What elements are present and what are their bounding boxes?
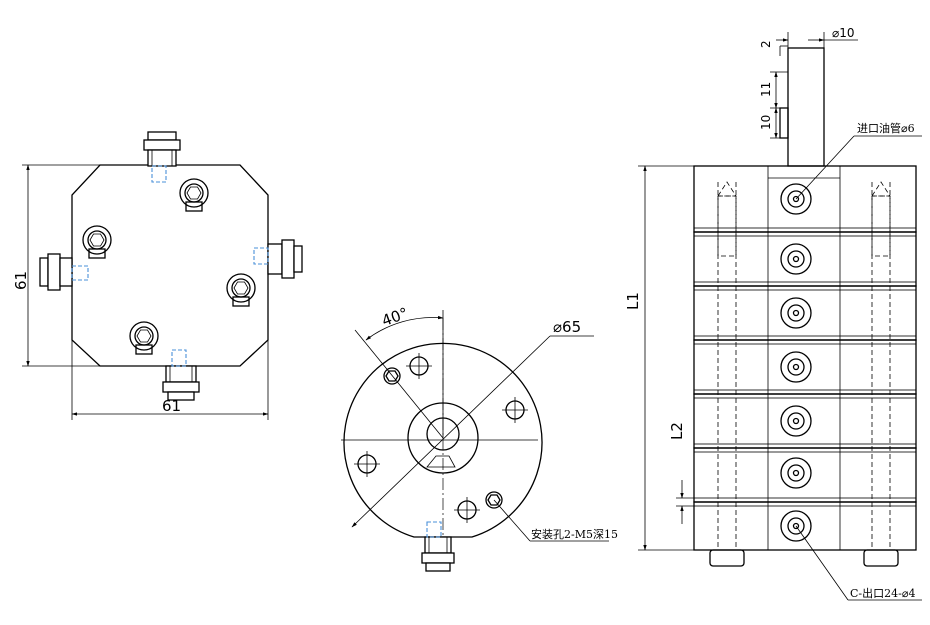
bottom-view: 40° ⌀65 安装孔2-M5深15 bbox=[341, 304, 618, 572]
inlet-note: 进口油管⌀6 bbox=[857, 121, 915, 135]
top-push-fitting bbox=[143, 131, 181, 167]
outlet-port bbox=[780, 351, 812, 383]
l1-label: L1 bbox=[624, 292, 642, 310]
height-dimension: 61 bbox=[12, 164, 100, 367]
outlet-note-leader: C-出口24-⌀4 bbox=[795, 525, 922, 601]
section-stack bbox=[693, 181, 917, 551]
m5-mount-hole bbox=[383, 367, 401, 385]
outlet-note: C-出口24-⌀4 bbox=[850, 586, 915, 600]
outlet-port bbox=[780, 183, 812, 215]
l2-dimension: L2 bbox=[668, 422, 694, 524]
hole bbox=[454, 497, 480, 523]
front-body bbox=[71, 164, 269, 367]
angle-dim-label: 40° bbox=[379, 304, 410, 330]
bottom-push-fitting bbox=[162, 365, 200, 401]
mount-note-leader: 安装孔2-M5深15 bbox=[493, 499, 618, 542]
hole bbox=[354, 451, 380, 477]
l1-dimension: L1 bbox=[624, 165, 694, 551]
outlet-port bbox=[780, 297, 812, 329]
outlet-port bbox=[780, 243, 812, 275]
width-dim-label: 61 bbox=[162, 397, 181, 415]
outlet-port bbox=[780, 457, 812, 489]
diameter-dim-label: ⌀65 bbox=[553, 318, 581, 336]
bolt-head bbox=[129, 321, 159, 355]
bottom-feet bbox=[709, 549, 899, 567]
inlet-note-leader: 进口油管⌀6 bbox=[795, 121, 922, 200]
height-dim-label: 61 bbox=[12, 271, 30, 290]
width-dimension: 61 bbox=[71, 340, 269, 420]
bottom-view-fitting bbox=[421, 536, 455, 572]
bolt-head bbox=[82, 225, 112, 259]
m5-mount-hole bbox=[485, 491, 503, 509]
dim-11-label: 11 bbox=[759, 82, 773, 97]
bolt-head bbox=[226, 273, 256, 307]
pipe-diameter-label: ⌀10 bbox=[832, 26, 855, 40]
outlet-port bbox=[780, 405, 812, 437]
front-view: 61 61 bbox=[12, 131, 303, 420]
mount-note: 安装孔2-M5深15 bbox=[531, 527, 618, 541]
diameter-dimension: ⌀65 bbox=[351, 318, 594, 528]
dim-10-label: 10 bbox=[759, 115, 773, 130]
bottom-flange-outline bbox=[343, 342, 543, 538]
dim-2-label: 2 bbox=[759, 40, 773, 48]
outlet-port bbox=[780, 510, 812, 542]
top-cap-block bbox=[693, 165, 917, 233]
pipe-dimensions: ⌀10 2 11 10 bbox=[759, 26, 858, 139]
l2-label: L2 bbox=[668, 422, 686, 440]
hole bbox=[502, 397, 528, 423]
inlet-pipe bbox=[779, 47, 825, 167]
left-push-fitting bbox=[39, 253, 73, 291]
right-push-fitting bbox=[267, 239, 303, 279]
hole bbox=[406, 353, 432, 379]
bolt-head bbox=[179, 178, 209, 212]
side-view: ⌀10 2 11 10 bbox=[624, 26, 922, 601]
